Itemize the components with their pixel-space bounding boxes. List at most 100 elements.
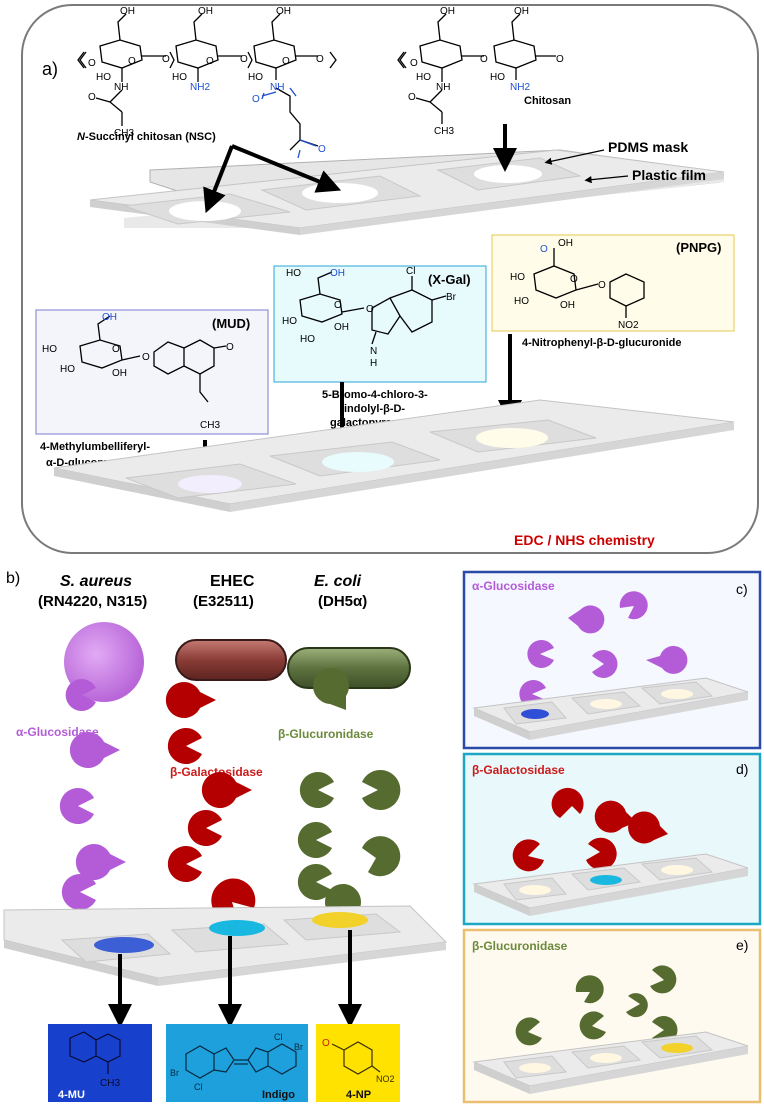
nsc-label: N-Succinyl chitosan (NSC)	[77, 131, 216, 143]
panel-d-label: d)	[736, 761, 748, 777]
atom-o: O	[128, 56, 136, 67]
atom-ch3: CH3	[114, 128, 134, 139]
enzyme-pacman	[575, 975, 604, 1004]
atom-ho: HO	[282, 316, 297, 327]
atom-oh: OH	[198, 6, 213, 17]
pnpg-o-blue: O	[540, 244, 548, 255]
xgal-tag: (X-Gal)	[428, 272, 471, 287]
xgal-name-1: 5-Bromo-4-chloro-3-	[322, 389, 428, 401]
atom-o: O	[240, 54, 248, 65]
edc-nhs-label: EDC / NHS chemistry	[514, 532, 655, 548]
pnpg-atoms: HO HO OH O O NO2	[510, 272, 639, 331]
chitosan-nh2: NH2	[510, 82, 530, 93]
atom-o: O	[252, 94, 260, 105]
product-4np-label: 4-NP	[346, 1089, 371, 1101]
panel-c-enzyme: α-Glucosidase	[472, 579, 555, 593]
atom-o: O	[88, 58, 96, 69]
enzyme-pacman	[313, 668, 350, 710]
enzyme-pacman	[579, 1011, 606, 1040]
xgal-name-2: indolyl-β-D-	[344, 403, 405, 415]
xgal-atoms: HO HO HO OH O O Cl Br N H	[282, 266, 457, 369]
atom-o: O	[408, 92, 416, 103]
mud-tag: (MUD)	[212, 316, 250, 331]
enzyme-pacman	[75, 844, 126, 881]
atom-ho: HO	[96, 72, 111, 83]
atom-ho: HO	[42, 344, 57, 355]
chitosan-atoms: OH OH O O O HO HO NH O CH3	[408, 6, 564, 137]
org1-strain: (RN4220, N315)	[38, 593, 147, 610]
atom-oh: OH	[120, 6, 135, 17]
atom-o: O	[366, 304, 374, 315]
atom-oh: OH	[514, 6, 529, 17]
product-arrows	[108, 930, 362, 1028]
atom-ho: HO	[248, 72, 263, 83]
product-indigo-label: Indigo	[262, 1089, 295, 1101]
pnpg-name: 4-Nitrophenyl-β-D-glucuronide	[522, 337, 681, 349]
mu-structure	[69, 1031, 121, 1074]
atom-ho: HO	[286, 268, 301, 279]
atom-oh: OH	[112, 368, 127, 379]
panel-a-label: a)	[42, 59, 58, 79]
org2-strain: (E32511)	[193, 593, 254, 610]
atom-oh: OH	[440, 6, 455, 17]
org2-name: EHEC	[210, 573, 255, 590]
panel-b-label: b)	[6, 570, 20, 587]
enzyme-pacman	[551, 787, 584, 818]
enzymes-green-b	[297, 668, 401, 920]
atom-h: H	[370, 358, 377, 369]
plastic-film-label: Plastic film	[632, 167, 706, 183]
enzyme-pacman	[619, 591, 648, 620]
atom-o: O	[206, 56, 214, 67]
mud-oh-blue: OH	[102, 312, 117, 323]
atom-ho: HO	[510, 272, 525, 283]
enzyme-pacman	[512, 839, 544, 872]
org3-strain: (DH5α)	[318, 593, 367, 610]
atom-ho: HO	[490, 72, 505, 83]
mud-name-1: 4-Methylumbelliferyl-	[40, 441, 150, 453]
enzyme-pacman	[527, 639, 554, 668]
np-structure	[331, 1041, 381, 1075]
product-4mu-box	[48, 1024, 152, 1102]
enzyme-pacman	[362, 770, 401, 810]
enzyme-pacman	[299, 772, 334, 809]
atom-ch3: CH3	[200, 420, 220, 431]
nsc-arrows	[203, 124, 517, 214]
xgal-oh-blue: OH	[330, 268, 345, 279]
chitosan-label: Chitosan	[524, 95, 571, 107]
atom-o: O	[570, 274, 578, 285]
film-b	[3, 905, 448, 986]
enzyme-pacman	[59, 788, 94, 824]
atom-ch3: CH3	[434, 126, 454, 137]
atom-ho: HO	[60, 364, 75, 375]
enzyme-pacman	[568, 605, 605, 634]
atom-nh2: NH2	[190, 82, 210, 93]
atom-oh: OH	[334, 322, 349, 333]
mu-ch3: CH3	[100, 1078, 120, 1089]
atom-ho: HO	[514, 296, 529, 307]
np-no2: NO2	[376, 1074, 395, 1084]
spot-4mu	[94, 937, 154, 953]
atom-br: Br	[170, 1068, 179, 1078]
atom-oh: OH	[276, 6, 291, 17]
film-d	[472, 853, 749, 916]
atom-br: Br	[294, 1042, 303, 1052]
np-o-red: O	[322, 1038, 330, 1049]
enzyme-pacman	[650, 965, 677, 994]
ehec-cell	[175, 639, 287, 681]
atom-o: O	[226, 342, 234, 353]
enzyme-pacman	[69, 732, 120, 769]
nsc-blue-atoms: NH2 NH O O	[190, 82, 326, 155]
indigo-structure	[185, 1043, 297, 1079]
enzyme-pacman	[362, 836, 401, 877]
atom-br: Br	[446, 292, 457, 303]
chitosan-structure	[397, 13, 556, 124]
pdms-mask-label: PDMS mask	[608, 139, 688, 155]
enzyme-pacman	[628, 811, 668, 844]
xgal-structure	[299, 271, 447, 345]
panel-e-label: e)	[736, 937, 748, 953]
atom-ho: HO	[300, 334, 315, 345]
enzyme-pacman	[187, 809, 222, 846]
e-coli-cell	[287, 647, 411, 689]
atom-o: O	[556, 54, 564, 65]
atom-nh: NH	[114, 82, 128, 93]
